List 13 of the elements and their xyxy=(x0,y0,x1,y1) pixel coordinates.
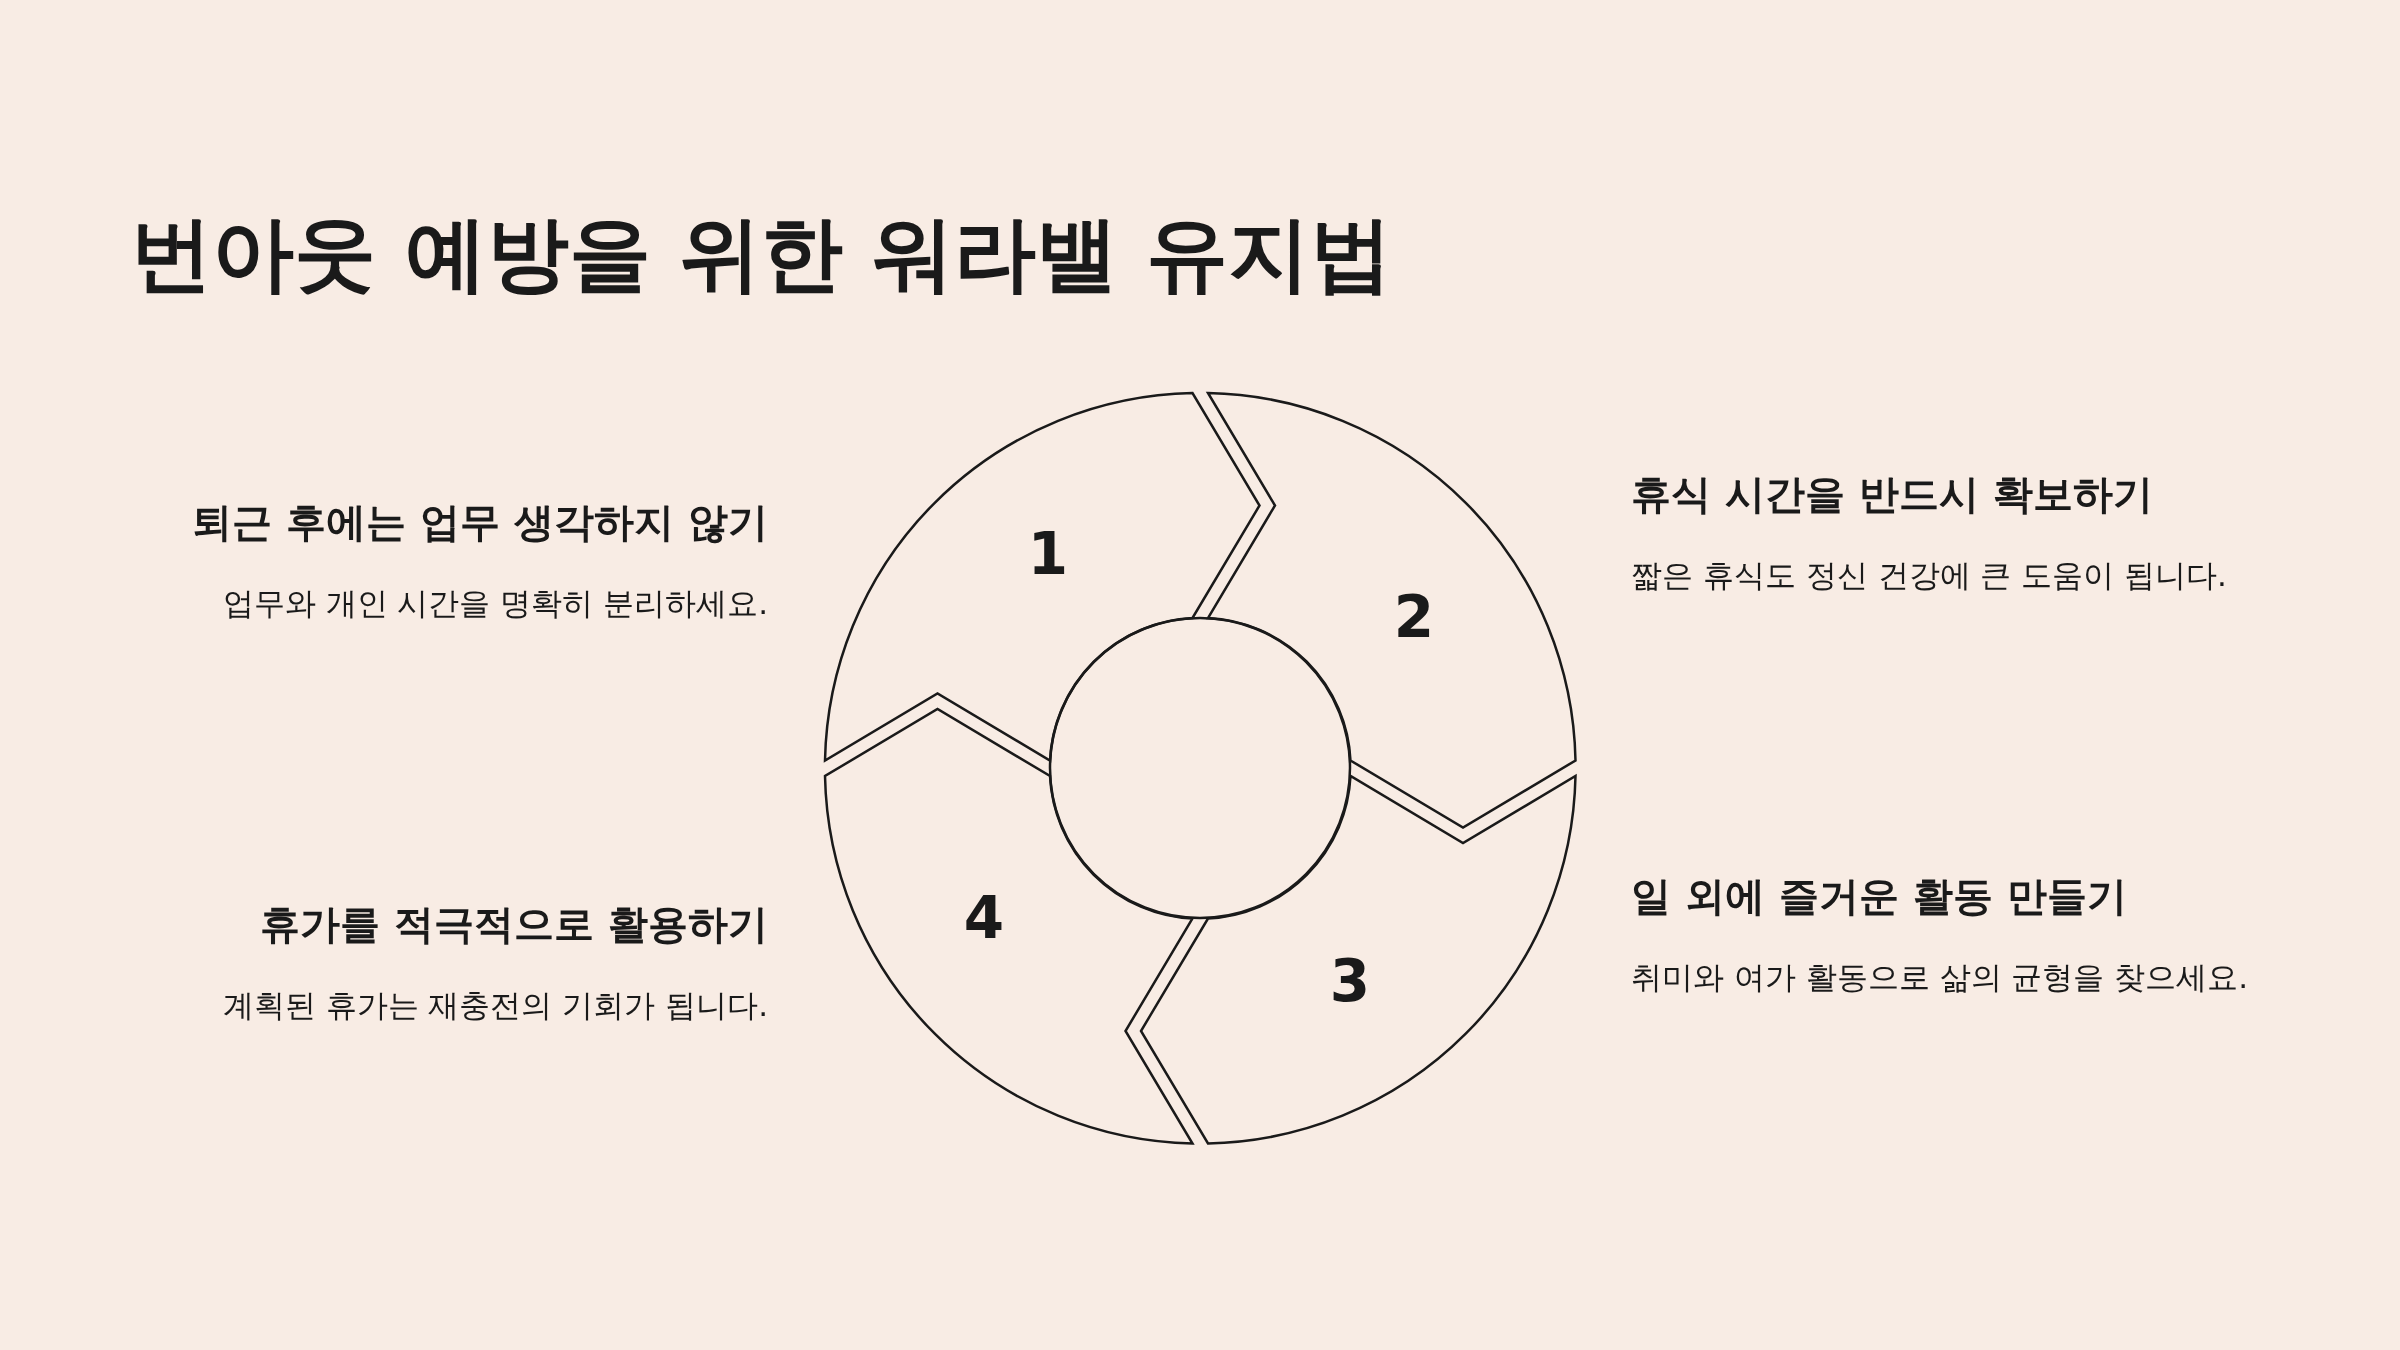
step-number: 1 xyxy=(1027,520,1069,588)
step-number: 3 xyxy=(1329,947,1371,1015)
step-number: 4 xyxy=(963,884,1005,952)
step-description: 계획된 휴가는 재충전의 기회가 됩니다. xyxy=(221,986,768,1025)
step-description: 짧은 휴식도 정신 건강에 큰 도움이 됩니다. xyxy=(1631,556,2228,595)
step-number: 2 xyxy=(1393,583,1435,651)
title: 번아웃 예방을 위한 워라밸 유지법 xyxy=(130,205,1393,303)
step-heading: 일 외에 즐거운 활동 만들기 xyxy=(1631,872,2128,921)
step-heading: 퇴근 후에는 업무 생각하지 않기 xyxy=(191,498,768,547)
step-description: 취미와 여가 활동으로 삶의 균형을 찾으세요. xyxy=(1631,958,2250,997)
step-heading: 휴가를 적극적으로 활용하기 xyxy=(259,900,768,949)
step-description: 업무와 개인 시간을 명확히 분리하세요. xyxy=(221,584,768,623)
step-heading: 휴식 시간을 반드시 확보하기 xyxy=(1631,470,2154,519)
